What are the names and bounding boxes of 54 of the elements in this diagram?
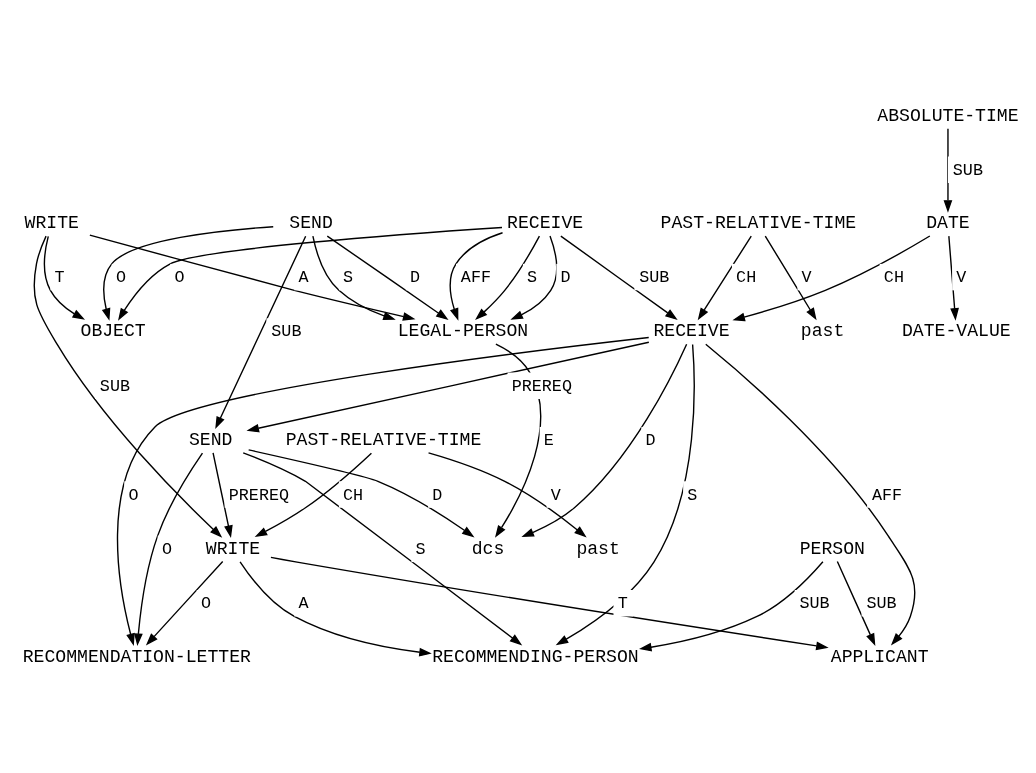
node-text: RECEIVE xyxy=(653,321,730,342)
edge-label: V xyxy=(550,485,561,505)
edge-label: O xyxy=(128,485,139,505)
node-text: past xyxy=(800,321,845,342)
node-text: SEND xyxy=(289,213,333,234)
edge-label: O xyxy=(115,268,126,288)
node-text: RECOMMENDATION-LETTER xyxy=(22,646,251,667)
edge-label: S xyxy=(343,268,354,288)
edge-label: A xyxy=(298,594,309,614)
edge-label: SUB xyxy=(99,376,130,396)
edge-label: S xyxy=(687,485,698,505)
edge-label: E xyxy=(543,431,554,451)
edge-label: CH xyxy=(343,485,364,505)
edge-label: A xyxy=(298,268,309,288)
node-text: PAST-RELATIVE-TIME xyxy=(285,429,482,450)
edge-label: V xyxy=(801,268,812,288)
node-text: PERSON xyxy=(799,538,865,559)
edge-label: CH xyxy=(736,268,757,288)
edge-label: O xyxy=(161,539,172,559)
node-text: SEND xyxy=(188,429,233,450)
edge-label: O xyxy=(200,594,211,614)
node-text: WRITE xyxy=(24,213,79,234)
node-text: OBJECT xyxy=(80,321,146,342)
edge-label: D xyxy=(645,431,656,451)
edge-label: T xyxy=(617,594,628,614)
edge-label: S xyxy=(415,539,426,559)
edge-label: SUB xyxy=(271,322,302,342)
edge-label: AFF xyxy=(872,485,903,505)
edge-label: S xyxy=(527,268,538,288)
node-text: dcs xyxy=(471,538,505,559)
node-text: LEGAL-PERSON xyxy=(397,321,529,342)
edge-label: V xyxy=(956,268,967,288)
node-text: past xyxy=(576,538,620,559)
edge-label: SUB xyxy=(866,594,897,614)
node-text: PAST-RELATIVE-TIME xyxy=(660,213,857,234)
node-text: DATE-VALUE xyxy=(901,321,1011,342)
edge-label: PREREQ xyxy=(228,485,290,505)
node-text: DATE xyxy=(926,213,970,234)
edge-label: SUB xyxy=(952,160,983,180)
node-text: RECEIVE xyxy=(507,213,584,234)
node-text: RECOMMENDING-PERSON xyxy=(432,646,639,667)
edge-label: T xyxy=(54,268,65,288)
edge-label: PREREQ xyxy=(511,376,572,396)
edge-label: SUB xyxy=(639,268,670,288)
edge-label: O xyxy=(174,268,185,288)
edge-label: SUB xyxy=(799,594,830,614)
node-text: ABSOLUTE-TIME xyxy=(877,105,1019,126)
edge-label: D xyxy=(560,268,571,288)
edge-label: D xyxy=(409,268,421,288)
node-text: APPLICANT xyxy=(830,646,929,667)
node-text: WRITE xyxy=(205,538,261,559)
edge-label: CH xyxy=(883,268,904,288)
edge-label: AFF xyxy=(460,268,491,288)
edge-label: D xyxy=(432,485,443,505)
